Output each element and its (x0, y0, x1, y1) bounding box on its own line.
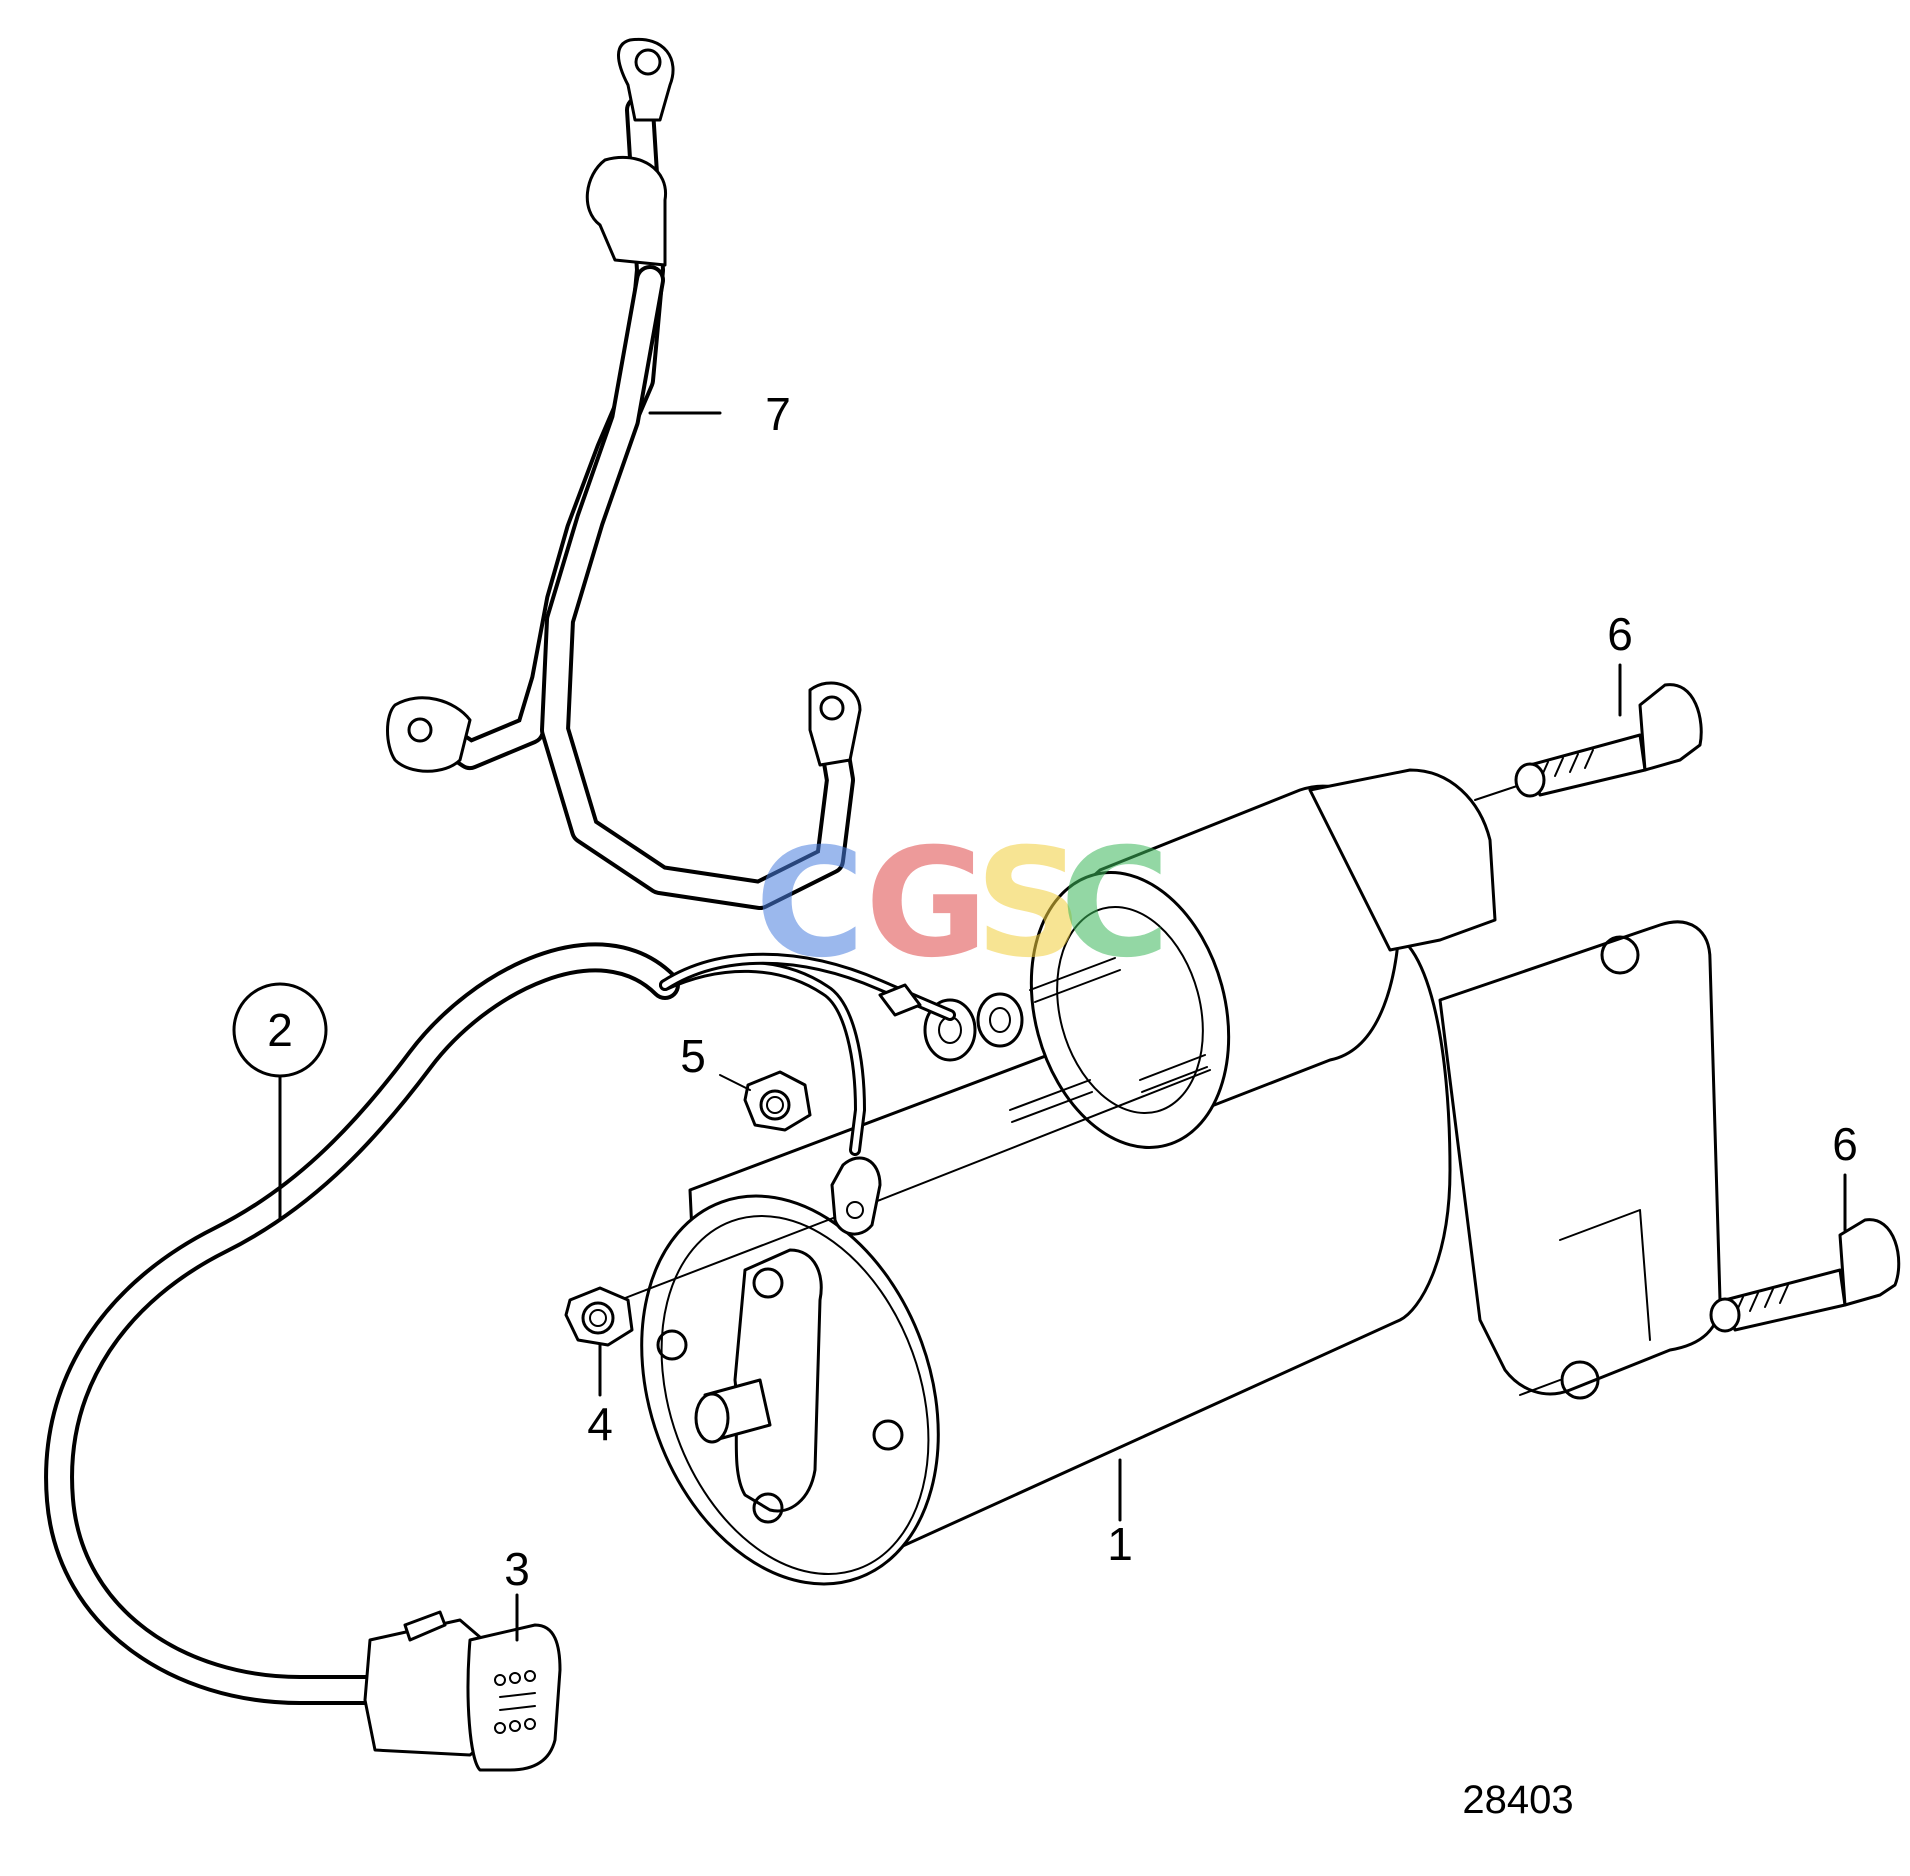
callout-label-3: 3 (504, 1543, 530, 1595)
watermark-letter-1: C (755, 817, 865, 991)
callout-label-7: 7 (765, 388, 791, 440)
battery-cable-7 (386, 37, 862, 910)
nut-4 (564, 1286, 634, 1397)
watermark-logo: C G S C (755, 817, 1170, 991)
callout-label-1: 1 (1107, 1518, 1133, 1570)
figure-number: 28403 (1462, 1778, 1573, 1822)
watermark-letter-3: S (975, 817, 1083, 991)
callout-label-6b: 6 (1832, 1118, 1858, 1170)
wiring-harness-2 (44, 942, 956, 1705)
callout-label-6a: 6 (1607, 608, 1633, 660)
starter-motor-1 (619, 768, 1722, 1586)
watermark-letter-2: G (865, 817, 988, 991)
callout-label-2: 2 (267, 1004, 293, 1056)
callout-label-5: 5 (680, 1030, 706, 1082)
connector-3 (363, 1593, 562, 1772)
flange-bolt-6-upper (1514, 663, 1703, 798)
callout-label-4: 4 (587, 1398, 613, 1450)
flange-bolt-6-lower (1709, 1173, 1901, 1333)
watermark-letter-4: C (1060, 817, 1170, 991)
nut-5 (719, 1070, 812, 1132)
leader-line-5 (719, 1074, 751, 1091)
